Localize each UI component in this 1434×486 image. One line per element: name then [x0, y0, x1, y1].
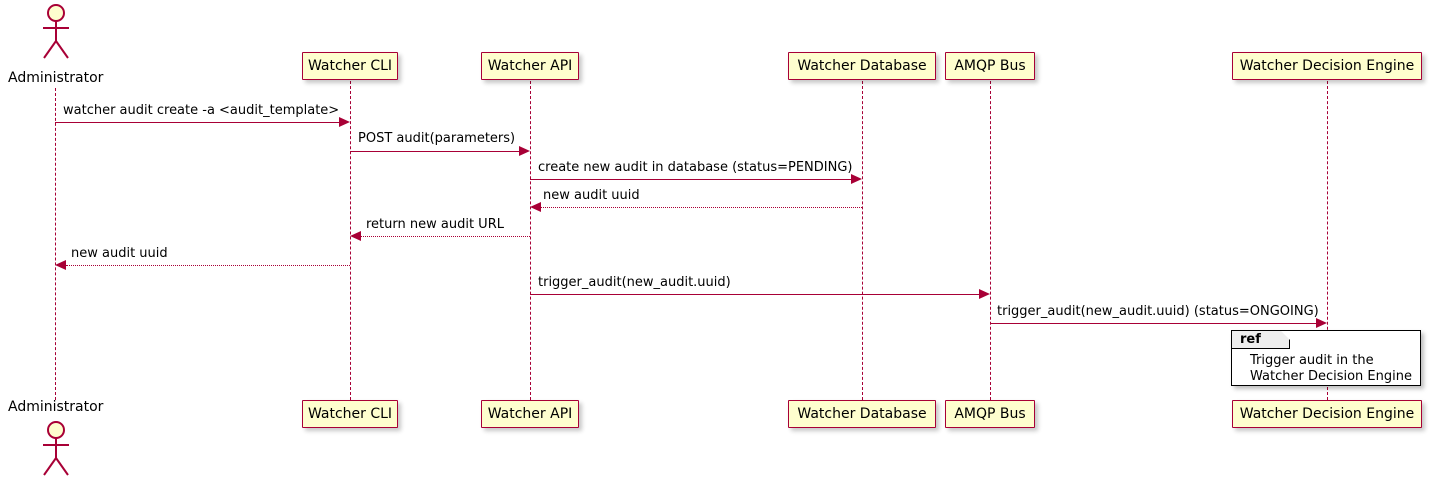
message-line-8: [990, 323, 1318, 324]
message-label-2: POST audit(parameters): [358, 131, 516, 146]
message-line-1: [55, 122, 341, 123]
participant-label: Watcher Database: [797, 406, 927, 422]
actor-label-bottom: Administrator: [8, 399, 104, 415]
message-label-4: new audit uuid: [543, 188, 640, 203]
message-arrowhead-3: [851, 174, 862, 184]
participant-label: Watcher CLI: [307, 58, 393, 74]
message-arrowhead-5: [350, 231, 361, 241]
ref-fragment-box: ref Trigger audit in the Watcher Decisio…: [1231, 330, 1421, 386]
message-line-6: [66, 265, 350, 266]
ref-fragment-line1: Trigger audit in the: [1250, 353, 1374, 368]
participant-box-watcher-api-top[interactable]: Watcher API: [481, 52, 579, 80]
participant-label: Watcher CLI: [307, 406, 393, 422]
participant-label: AMQP Bus: [954, 406, 1026, 422]
participant-box-watcher-cli-bottom[interactable]: Watcher CLI: [302, 400, 398, 428]
message-line-3: [530, 179, 853, 180]
actor-figure-bottom: [33, 420, 79, 482]
participant-box-amqp-bus-top[interactable]: AMQP Bus: [945, 52, 1035, 80]
message-line-4: [541, 207, 862, 208]
message-arrowhead-4: [530, 202, 541, 212]
message-arrowhead-8: [1316, 318, 1327, 328]
actor-label-top: Administrator: [8, 70, 104, 86]
participant-label: Watcher API: [487, 406, 573, 422]
message-line-7: [530, 294, 981, 295]
message-arrowhead-7: [979, 289, 990, 299]
participant-box-amqp-bus-bottom[interactable]: AMQP Bus: [945, 400, 1035, 428]
message-arrowhead-2: [519, 146, 530, 156]
lifeline-administrator: [55, 88, 56, 400]
lifeline-watcher-database: [862, 81, 863, 400]
message-label-1: watcher audit create -a <audit_template>: [63, 103, 340, 118]
message-arrowhead-6: [55, 260, 66, 270]
participant-label: Watcher API: [487, 58, 573, 74]
message-label-5: return new audit URL: [366, 217, 504, 232]
participant-label: Watcher Decision Engine: [1239, 58, 1415, 74]
message-line-5: [361, 236, 530, 237]
ref-fragment-line2: Watcher Decision Engine: [1250, 369, 1412, 384]
participant-box-watcher-database-bottom[interactable]: Watcher Database: [788, 400, 936, 428]
participant-label: Watcher Database: [797, 58, 927, 74]
message-label-6: new audit uuid: [71, 246, 168, 261]
participant-box-watcher-decision-engine-bottom[interactable]: Watcher Decision Engine: [1232, 400, 1422, 428]
ref-fragment-keyword: ref: [1232, 331, 1290, 349]
lifeline-amqp-bus: [990, 81, 991, 400]
participant-label: AMQP Bus: [954, 58, 1026, 74]
message-arrowhead-1: [339, 117, 350, 127]
message-line-2: [350, 151, 521, 152]
message-label-7: trigger_audit(new_audit.uuid): [538, 275, 731, 290]
participant-label: Watcher Decision Engine: [1239, 406, 1415, 422]
participant-box-watcher-database-top[interactable]: Watcher Database: [788, 52, 936, 80]
message-label-8: trigger_audit(new_audit.uuid) (status=ON…: [997, 304, 1319, 319]
lifeline-watcher-decision-engine: [1327, 81, 1328, 400]
message-label-3: create new audit in database (status=PEN…: [538, 160, 853, 175]
participant-box-watcher-cli-top[interactable]: Watcher CLI: [302, 52, 398, 80]
participant-box-watcher-api-bottom[interactable]: Watcher API: [481, 400, 579, 428]
actor-figure-top: [33, 3, 79, 65]
participant-box-watcher-decision-engine-top[interactable]: Watcher Decision Engine: [1232, 52, 1422, 80]
lifeline-watcher-api: [530, 81, 531, 400]
